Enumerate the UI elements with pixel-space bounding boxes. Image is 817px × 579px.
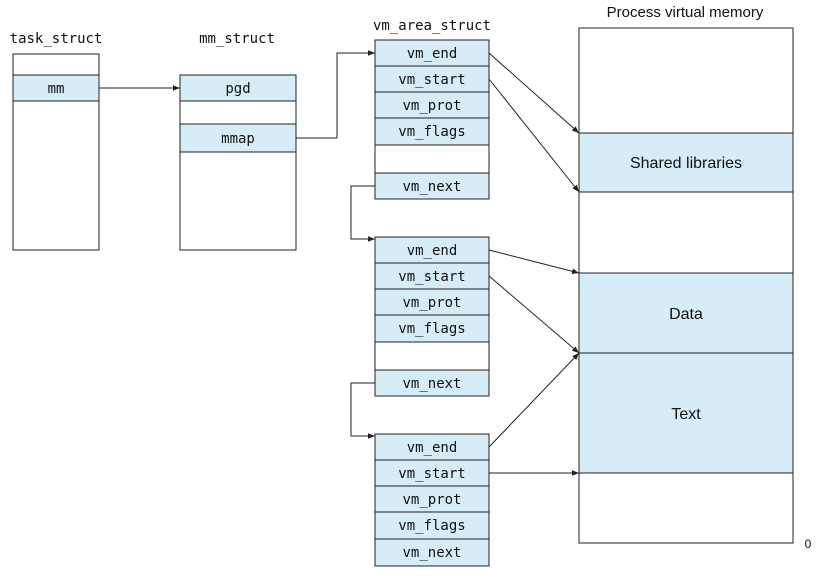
memory-zero-label: 0 bbox=[805, 537, 812, 551]
vm-area-1-vm-next-label: vm_next bbox=[402, 179, 461, 195]
vm-area-1-vm-end-label: vm_end bbox=[407, 46, 458, 62]
vm-area-1-vm-flags-label: vm_flags bbox=[398, 124, 465, 140]
vm-area-1: vm_end vm_start vm_prot vm_flags vm_next bbox=[374, 39, 490, 200]
vm-area-3-vm-next-label: vm_next bbox=[402, 545, 461, 561]
task-struct: task_struct mm bbox=[10, 31, 103, 251]
mm-struct-mmap-label: mmap bbox=[221, 131, 255, 147]
vm-area-3-vm-flags-label: vm_flags bbox=[398, 518, 465, 534]
vm-area-3-vm-prot-label: vm_prot bbox=[402, 492, 461, 508]
vm-area-3-vm-end-label: vm_end bbox=[407, 440, 458, 456]
vm-area-3-vm-prot bbox=[374, 485, 490, 513]
vm-area-3: vm_end vm_start vm_prot vm_flags vm_next bbox=[374, 433, 490, 567]
arrow-mmap-to-vm-area-1 bbox=[296, 50, 375, 139]
vm-area-2-vm-end-label: vm_end bbox=[407, 243, 458, 259]
vm-area-1-vm-next bbox=[374, 172, 490, 200]
vm-area-3-vm-start-label: vm_start bbox=[398, 466, 465, 482]
vm-area-3-vm-flags bbox=[374, 511, 490, 540]
process-virtual-memory: Process virtual memory Shared libraries … bbox=[578, 4, 812, 551]
memory-data bbox=[578, 272, 794, 354]
vm-area-2-vm-flags-label: vm_flags bbox=[398, 321, 465, 337]
mm-struct: mm_struct pgd mmap bbox=[179, 31, 297, 251]
vm-area-2-vm-flags bbox=[374, 314, 490, 343]
memory-title: Process virtual memory bbox=[607, 4, 764, 21]
arrow-vm-end-1 bbox=[488, 52, 580, 134]
arrow-vm-next-1 bbox=[350, 185, 375, 242]
vm-area-1-vm-start bbox=[374, 65, 490, 93]
mm-struct-mmap-field bbox=[179, 123, 297, 153]
memory-text-label: Text bbox=[671, 406, 701, 423]
memory-text bbox=[578, 352, 794, 474]
task-struct-mm-label: mm bbox=[48, 81, 65, 97]
task-struct-title: task_struct bbox=[10, 31, 103, 47]
vm-area-2-vm-prot-label: vm_prot bbox=[402, 295, 461, 311]
mm-struct-pgd-field bbox=[179, 74, 297, 102]
connectors bbox=[99, 50, 580, 476]
vm-area-1-vm-start-label: vm_start bbox=[398, 72, 465, 88]
arrow-vm-next-2 bbox=[350, 382, 375, 439]
vm-area-3-vm-start bbox=[374, 459, 490, 487]
task-struct-mm-field bbox=[12, 74, 100, 102]
vm-area-2-vm-start bbox=[374, 262, 490, 290]
memory-shared-libraries bbox=[578, 132, 794, 193]
vm-area-3-vm-next bbox=[374, 538, 490, 567]
vm-area-1-vm-flags bbox=[374, 117, 490, 146]
vm-area-1-vm-prot-label: vm_prot bbox=[402, 98, 461, 114]
vm-area-struct-title: vm_area_struct bbox=[373, 18, 491, 34]
mm-struct-title: mm_struct bbox=[199, 31, 275, 47]
arrow-vm-start-2 bbox=[488, 275, 580, 354]
arrow-vm-start-1 bbox=[488, 78, 580, 193]
vm-area-2-vm-next-label: vm_next bbox=[402, 376, 461, 392]
memory-shared-libraries-label: Shared libraries bbox=[630, 155, 742, 172]
mm-struct-pgd-label: pgd bbox=[225, 81, 250, 97]
memory-data-label: Data bbox=[669, 306, 703, 323]
arrow-vm-end-2 bbox=[488, 249, 580, 274]
vm-area-2: vm_end vm_start vm_prot vm_flags vm_next bbox=[374, 236, 490, 397]
vm-area-2-vm-start-label: vm_start bbox=[398, 269, 465, 285]
vm-area-3-vm-end bbox=[374, 433, 490, 461]
arrow-vm-end-3 bbox=[488, 352, 580, 448]
